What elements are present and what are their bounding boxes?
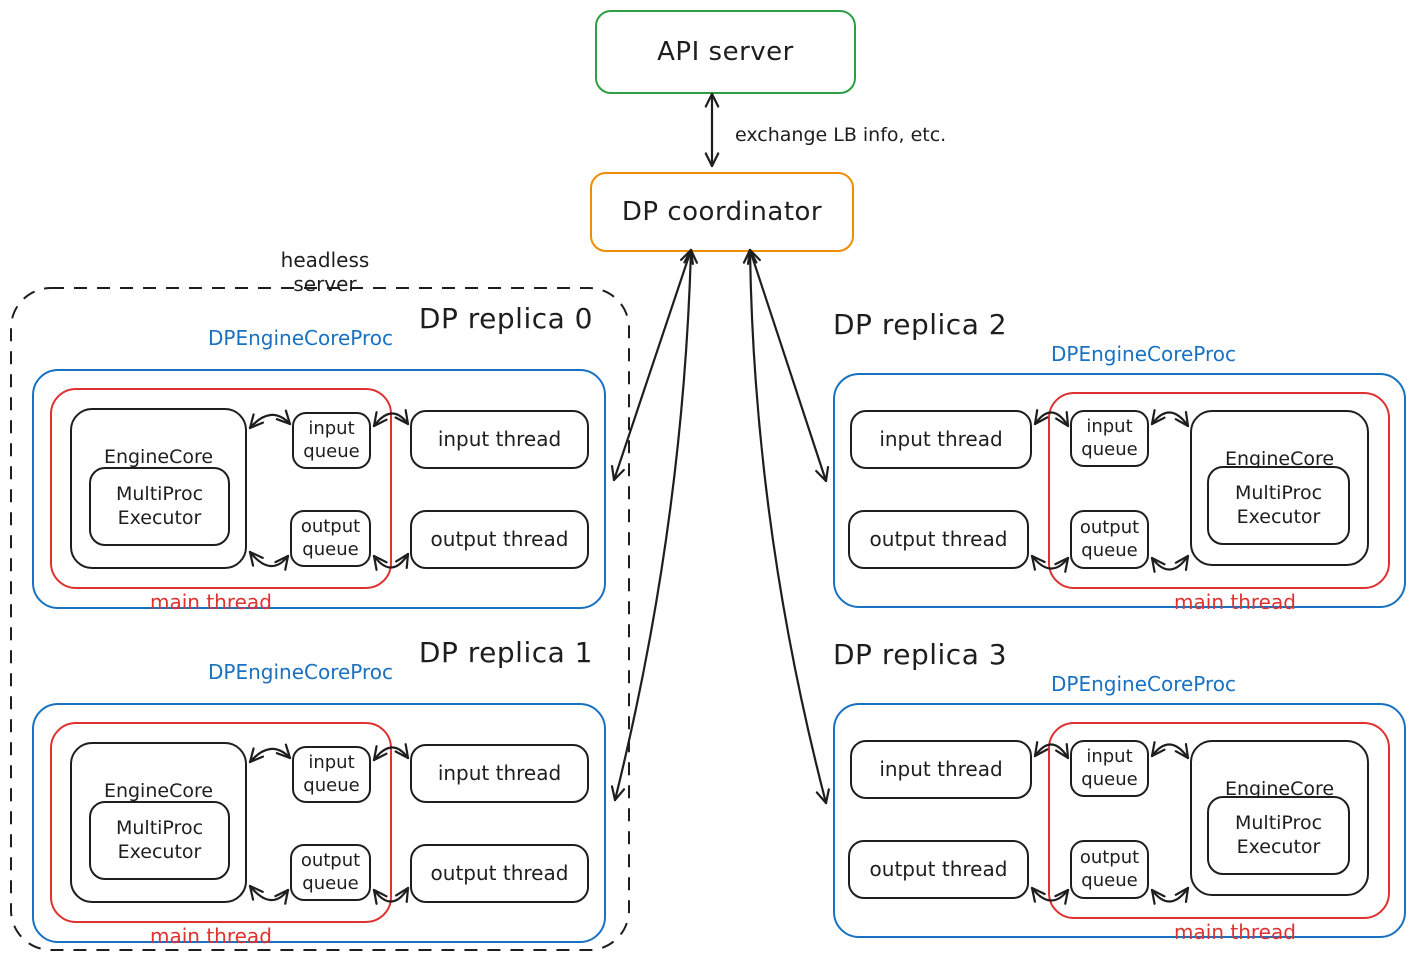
replica-2-main-thread-frame [1048,392,1390,589]
replica-3-title: DP replica 3 [833,638,1008,671]
replica-3-proc-label: DPEngineCoreProc [1051,672,1237,696]
arrow-coordinator-replica-1 [613,248,693,802]
replica-1-title: DP replica 1 [418,636,593,669]
replica-0-input-thread-box: input thread [410,410,589,469]
replica-3-output-queue-box: output queue [1070,840,1149,899]
replica-0-multiproc-executor-box: MultiProc Executor [89,467,230,546]
replica-0-enginecore-box: EngineCore MultiProc Executor [70,408,247,569]
dp-replica-2: DP replica 2 DPEngineCoreProc EngineCore… [833,304,1407,626]
replica-3-proc-frame [833,703,1406,938]
replica-0-main-thread-label: main thread [150,590,272,614]
replica-2-enginecore-box: EngineCore MultiProc Executor [1190,410,1369,566]
replica-3-multiproc-executor-box: MultiProc Executor [1207,796,1350,875]
replica-1-proc-label: DPEngineCoreProc [208,660,394,684]
api-server-label: API server [657,37,794,67]
replica-2-proc-label: DPEngineCoreProc [1051,342,1237,366]
replica-2-input-queue-box: input queue [1070,410,1149,467]
replica-2-multiproc-executor-box: MultiProc Executor [1207,466,1350,545]
replica-3-output-thread-box: output thread [848,840,1029,899]
api-server-box: API server [595,10,856,94]
replica-2-enginecore-label: EngineCore [1224,448,1335,470]
replica-0-title: DP replica 0 [418,302,593,335]
replica-1-main-thread-label: main thread [150,924,272,948]
dp-replica-1: DP replica 1 DPEngineCoreProc EngineCore… [32,634,607,956]
arrow-coordinator-replica-2 [748,248,828,483]
replica-3-input-queue-box: input queue [1070,740,1149,797]
replica-0-proc-label: DPEngineCoreProc [208,326,394,350]
replica-1-multiproc-executor-box: MultiProc Executor [89,801,230,880]
replica-2-proc-frame [833,373,1406,608]
replica-1-input-queue-box: input queue [292,746,371,803]
replica-3-enginecore-label: EngineCore [1224,778,1335,800]
replica-0-input-queue-box: input queue [292,412,371,469]
replica-2-input-thread-box: input thread [850,410,1032,469]
replica-0-output-thread-box: output thread [410,510,589,569]
replica-1-input-thread-box: input thread [410,744,589,803]
replica-0-output-queue-box: output queue [290,510,371,567]
replica-3-enginecore-box: EngineCore MultiProc Executor [1190,740,1369,896]
exchange-lb-info-label: exchange LB info, etc. [735,124,947,146]
replica-1-output-thread-box: output thread [410,844,589,903]
replica-1-enginecore-box: EngineCore MultiProc Executor [70,742,247,903]
dp-coordinator-label: DP coordinator [621,197,823,227]
replica-2-main-thread-label: main thread [1174,590,1296,614]
arrow-coordinator-replica-0 [612,248,693,482]
replica-2-output-thread-box: output thread [848,510,1029,569]
replica-1-output-queue-box: output queue [290,844,371,901]
dp-replica-3: DP replica 3 DPEngineCoreProc EngineCore… [833,634,1407,956]
headless-server-label: headless server [280,248,370,296]
replica-3-input-thread-box: input thread [850,740,1032,799]
replica-2-output-queue-box: output queue [1070,510,1149,569]
replica-2-title: DP replica 2 [833,308,1008,341]
replica-3-main-thread-label: main thread [1174,920,1296,944]
dp-coordinator-box: DP coordinator [590,172,854,252]
dp-replica-0: DP replica 0 DPEngineCoreProc EngineCore… [32,300,607,622]
arrow-coordinator-replica-3 [748,248,828,805]
replica-3-main-thread-frame [1048,722,1390,919]
